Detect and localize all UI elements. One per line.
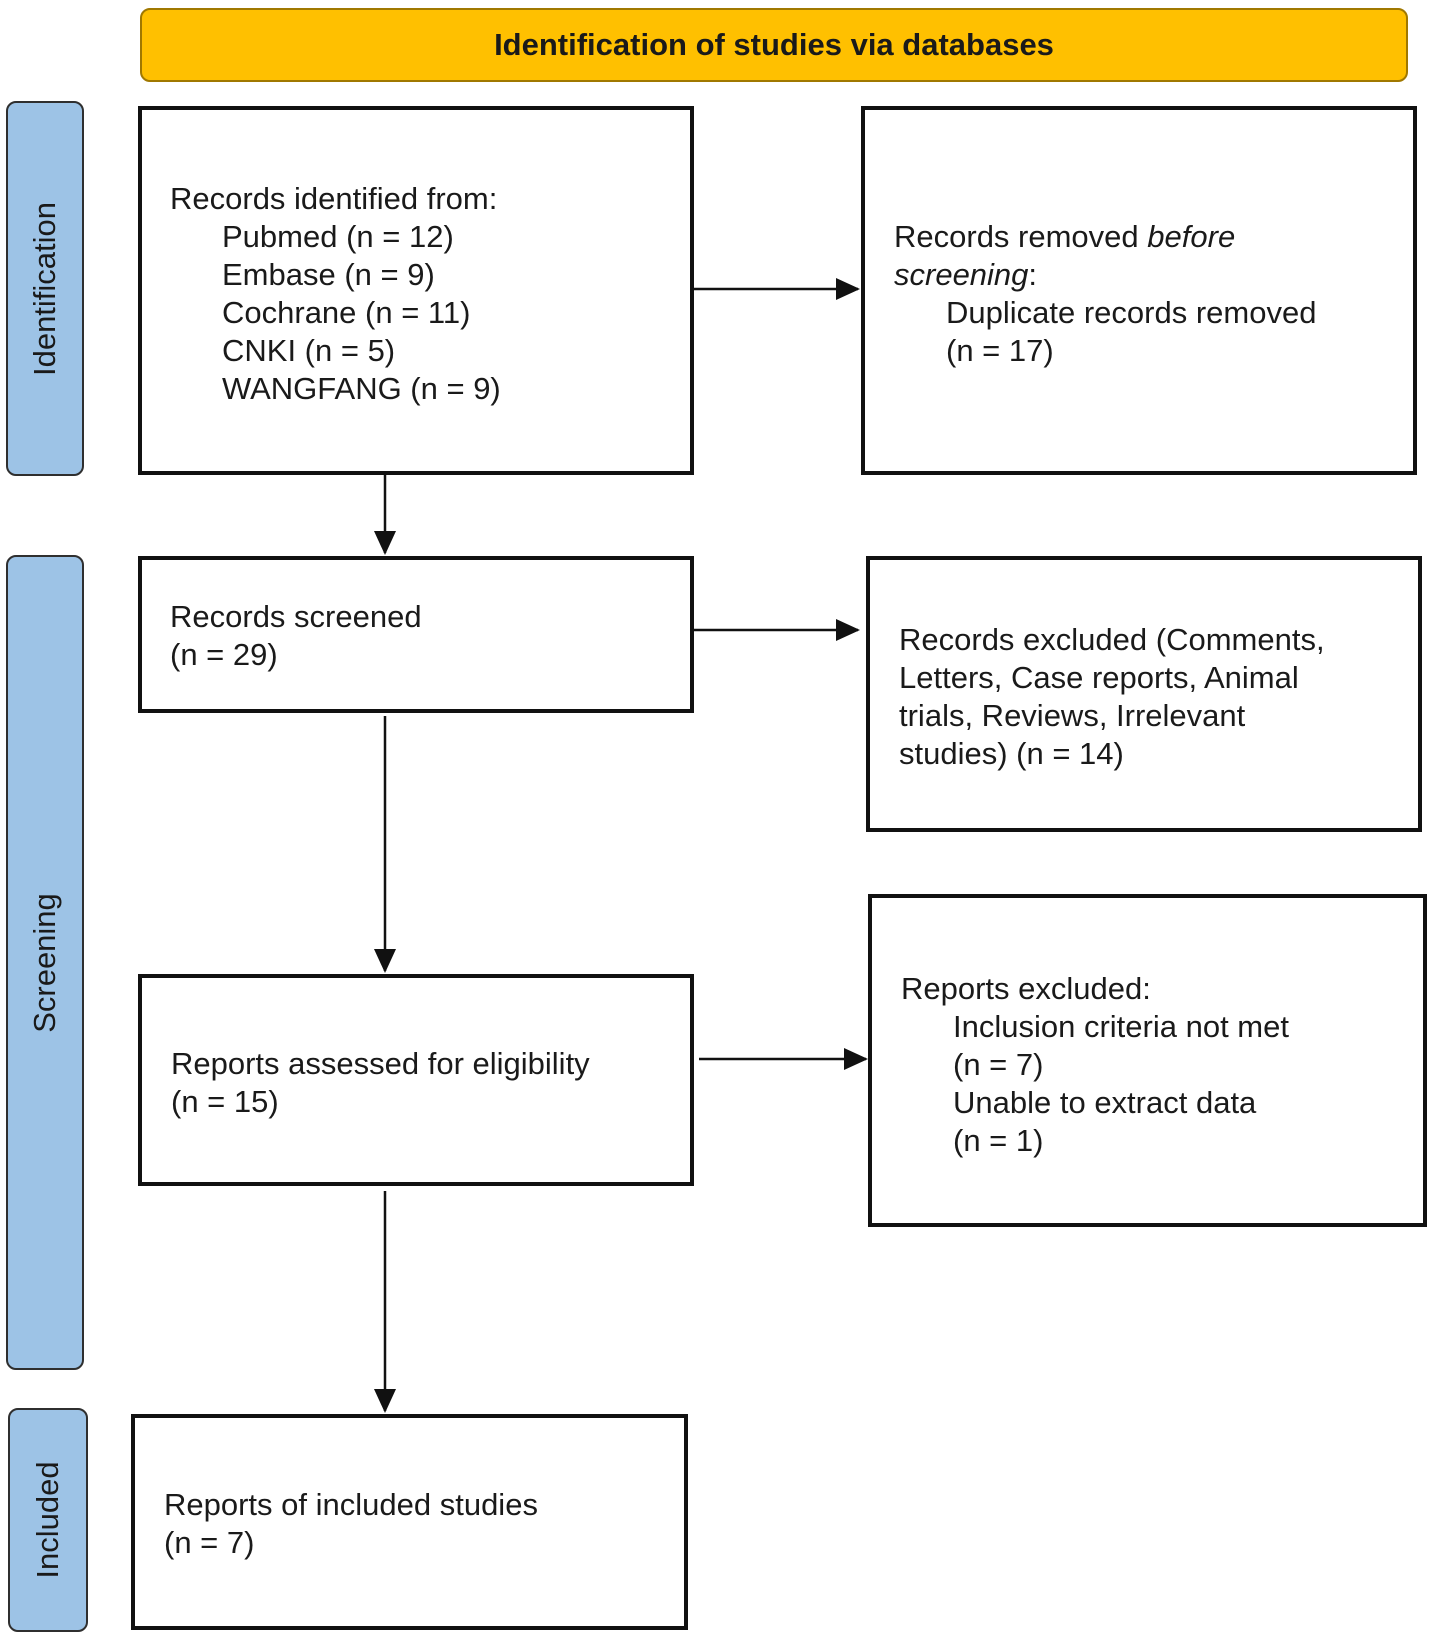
records-identified-title: Records identified from:: [170, 181, 498, 216]
records-screened-count: (n = 29): [170, 637, 278, 672]
records-excluded-line-3: trials, Reviews, Irrelevant: [899, 698, 1246, 733]
reports-excluded-reason-1: Inclusion criteria not met: [953, 1009, 1289, 1044]
reports-excluded-title: Reports excluded:: [901, 971, 1151, 1006]
database-identification-header: Identification of studies via databases: [140, 8, 1408, 82]
source-cnki: CNKI (n = 5): [222, 333, 396, 368]
header-title: Identification of studies via databases: [494, 27, 1054, 62]
stage-identification: Identification: [6, 101, 84, 476]
records-removed-box: Records removed before screening: Duplic…: [861, 106, 1417, 475]
records-excluded-box: Records excluded (Comments, Letters, Cas…: [866, 556, 1422, 832]
reports-excluded-reason-2-count: (n = 1): [953, 1123, 1044, 1158]
reports-assessed-title: Reports assessed for eligibility: [171, 1046, 590, 1081]
records-removed-title-cont: screening:: [894, 257, 1038, 292]
source-pubmed: Pubmed (n = 12): [222, 219, 454, 254]
source-embase: Embase (n = 9): [222, 257, 435, 292]
records-removed-detail: Duplicate records removed: [946, 295, 1317, 330]
reports-excluded-reason-1-count: (n = 7): [953, 1047, 1044, 1082]
reports-included-count: (n = 7): [164, 1525, 255, 1560]
reports-excluded-reason-2: Unable to extract data: [953, 1085, 1257, 1120]
source-wangfang: WANGFANG (n = 9): [222, 371, 501, 406]
records-identified-box: Records identified from: Pubmed (n = 12)…: [138, 106, 694, 475]
reports-included-box: Reports of included studies (n = 7): [131, 1414, 688, 1630]
stage-label-screening: Screening: [27, 892, 62, 1033]
reports-assessed-count: (n = 15): [171, 1084, 279, 1119]
source-cochrane: Cochrane (n = 11): [222, 295, 471, 330]
stage-label-included: Included: [30, 1461, 65, 1579]
records-excluded-line-1: Records excluded (Comments,: [899, 622, 1325, 657]
stage-included: Included: [8, 1408, 88, 1632]
stage-screening: Screening: [6, 555, 84, 1370]
records-removed-count: (n = 17): [946, 333, 1054, 368]
records-excluded-line-4: studies) (n = 14): [899, 736, 1124, 771]
reports-included-title: Reports of included studies: [164, 1487, 538, 1522]
reports-assessed-box: Reports assessed for eligibility (n = 15…: [138, 974, 694, 1186]
records-excluded-line-2: Letters, Case reports, Animal: [899, 660, 1299, 695]
stage-label-identification: Identification: [27, 201, 62, 376]
records-screened-title: Records screened: [170, 599, 422, 634]
reports-excluded-box: Reports excluded: Inclusion criteria not…: [868, 894, 1427, 1227]
records-screened-box: Records screened (n = 29): [138, 556, 694, 713]
records-removed-title: Records removed before: [894, 219, 1236, 254]
